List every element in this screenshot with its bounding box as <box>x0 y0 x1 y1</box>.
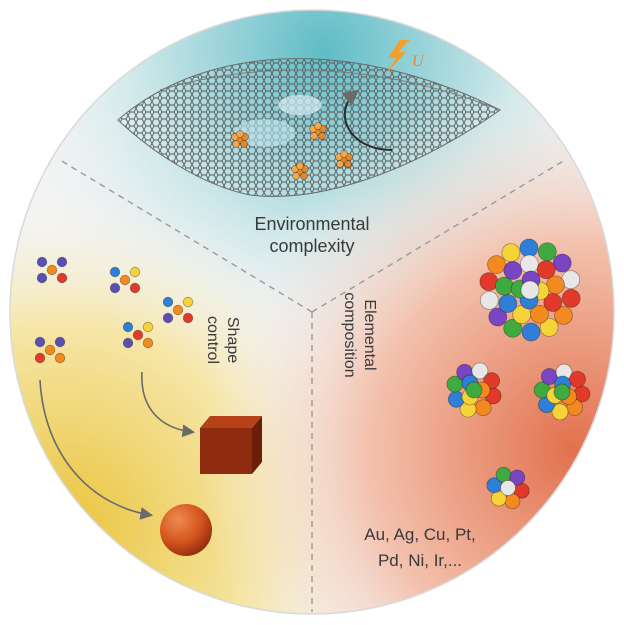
precursor-atom <box>46 264 58 276</box>
environmental-label-line2: complexity <box>269 236 354 256</box>
precursor-atom <box>122 321 134 333</box>
precursor-atom <box>129 266 141 278</box>
alloy-atom <box>495 466 512 483</box>
alloy-atom <box>474 399 492 417</box>
precursor-atom-groups <box>34 256 194 364</box>
alloy-atom <box>561 288 581 308</box>
precursor-atom <box>36 256 48 268</box>
alloy-atom <box>471 362 489 380</box>
alloy-atom <box>509 469 526 486</box>
alloy-atom <box>494 276 514 296</box>
alloy-atom <box>520 280 540 300</box>
alloy-atom <box>501 243 521 263</box>
alloy-atom <box>539 317 559 337</box>
alloy-atom <box>498 294 518 313</box>
precursor-atom <box>132 329 144 341</box>
alloy-atom <box>500 480 516 496</box>
shape-label-line2: control <box>204 316 221 364</box>
precursor-atom <box>34 352 46 364</box>
cluster-atom <box>296 162 304 170</box>
precursor-atom <box>56 256 68 268</box>
alloy-clusters <box>446 238 591 510</box>
energy-symbol: U <box>412 53 425 70</box>
environmental-label-line1: Environmental <box>254 214 369 234</box>
lightning-icon <box>386 40 410 74</box>
alloy-atom <box>465 381 483 399</box>
curved-arrow-icon <box>341 89 393 151</box>
alloy-atom <box>447 390 465 408</box>
precursor-atom <box>172 304 184 316</box>
sphere-icon <box>160 504 212 556</box>
precursor-atom <box>54 352 66 364</box>
element-list-line1: Au, Ag, Cu, Pt, <box>364 525 476 544</box>
precursor-atom <box>182 312 194 324</box>
precursor-atom <box>109 282 121 294</box>
section-dividers <box>59 159 566 612</box>
precursor-atom <box>162 312 174 324</box>
alloy-atom <box>551 403 569 421</box>
precursor-atom <box>129 282 141 294</box>
divider-right <box>311 159 566 313</box>
precursor-atom <box>56 272 68 284</box>
cluster-atom <box>310 132 318 140</box>
alloy-atom <box>554 305 573 325</box>
alloy-atom <box>488 307 508 327</box>
precursor-atom <box>109 266 121 278</box>
alloy-atom <box>536 260 556 280</box>
arrow-to-sphere <box>39 379 154 520</box>
cluster-atom <box>300 172 308 180</box>
precursor-atom <box>122 337 134 349</box>
cluster-atom <box>318 132 326 140</box>
disc-outline <box>9 9 615 615</box>
graphene-sheet-icon <box>117 58 501 197</box>
cluster-atom <box>236 130 244 138</box>
cluster-atom <box>344 160 352 168</box>
element-list-line2: Pd, Ni, Ir,... <box>378 551 462 570</box>
elemental-composition-label: Elemental composition <box>341 292 378 377</box>
cluster-atom <box>336 160 344 168</box>
precursor-atom <box>162 296 174 308</box>
alloy-atom <box>503 261 523 280</box>
arrow-to-cube <box>141 371 196 438</box>
precursor-atom <box>36 272 48 284</box>
precursor-atom <box>44 344 56 356</box>
alloy-atom <box>504 493 521 510</box>
cluster-atom <box>292 172 300 180</box>
precursor-atom <box>142 321 154 333</box>
alloy-atom <box>479 290 499 310</box>
precursor-atom <box>54 336 66 348</box>
precursor-atom <box>34 336 46 348</box>
alloy-atom <box>519 254 539 274</box>
elemental-label-line2: composition <box>341 292 358 377</box>
shape-label-line1: Shape <box>224 317 241 363</box>
cube-icon <box>200 416 262 474</box>
cluster-atom <box>314 122 322 130</box>
alloy-atom <box>487 255 506 275</box>
alloy-atom <box>521 322 541 342</box>
divider-left <box>59 159 313 313</box>
alloy-atom <box>537 242 557 262</box>
precursor-atom <box>119 274 131 286</box>
shape-control-label: Shape control <box>204 316 241 364</box>
alloy-atom <box>569 370 586 388</box>
alloy-atom <box>552 253 572 273</box>
graphene-clusters <box>231 122 353 180</box>
alloy-atom <box>553 383 571 401</box>
alloy-atom <box>503 318 523 338</box>
alloy-atom <box>519 238 539 258</box>
alloy-atom <box>512 305 532 325</box>
precursor-atom <box>182 296 194 308</box>
cluster-atom <box>240 140 248 148</box>
precursor-atom <box>142 337 154 349</box>
cluster-atom <box>340 150 348 158</box>
elemental-label-line1: Elemental <box>361 299 378 370</box>
cluster-atom <box>232 140 240 148</box>
